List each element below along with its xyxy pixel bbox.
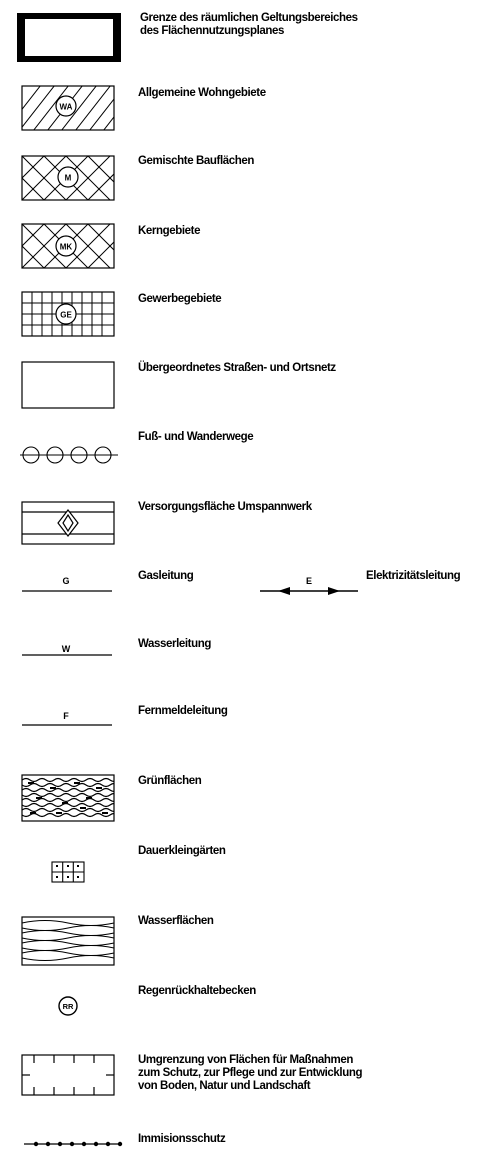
retention-code: RR [63, 1002, 74, 1011]
label-line: Wasserflächen [138, 915, 214, 927]
dense-pattern-icon [21, 774, 115, 822]
label-line: Versorgungsfläche Umspannwerk [138, 501, 312, 513]
legend-label-measures: Umgrenzung von Flächen für Maßnahmen zum… [138, 1054, 362, 1093]
legend-label-emission: Immisionsschutz [138, 1133, 226, 1146]
legend-label-m: Gemischte Bauflächen [138, 155, 254, 168]
arrow-line-icon: E [260, 576, 358, 595]
small-grid-icon [51, 861, 85, 883]
legend-label-mk: Kerngebiete [138, 225, 200, 238]
labelled-line-icon: W [22, 644, 112, 656]
grid-area-icon: GE [21, 291, 115, 337]
legend-label-green: Grünflächen [138, 775, 202, 788]
water-code: W [62, 644, 71, 654]
crosshatched-area-icon: M [21, 155, 115, 201]
label-line: Kerngebiete [138, 225, 201, 237]
label-line: Umgrenzung von Flächen für Maßnahmen [138, 1054, 353, 1066]
legend-label-waterarea: Wasserflächen [138, 915, 214, 928]
ge-code: GE [60, 311, 72, 320]
label-line: Elektrizitätsleitung [366, 570, 461, 582]
labelled-line-icon: F [22, 711, 112, 726]
legend-label-allotment: Dauerkleingärten [138, 845, 226, 858]
crosshatched-area-icon: MK [21, 223, 115, 269]
label-line: Grünflächen [138, 775, 202, 787]
label-line: zum Schutz, zur Pflege und zur Entwicklu… [138, 1067, 363, 1079]
plain-rectangle-icon [21, 361, 115, 409]
label-line: Grenze des räumlichen Geltungsbereiches [140, 12, 358, 24]
label-line: Übergeordnetes Straßen- und Ortsnetz [138, 362, 336, 374]
diamond-in-box-icon [21, 501, 115, 545]
label-line: Fuß- und Wanderwege [138, 431, 254, 443]
m-code: M [65, 174, 72, 183]
wa-code: WA [60, 103, 73, 112]
electric-code: E [306, 576, 312, 586]
legend-label-street: Übergeordnetes Straßen- und Ortsnetz [138, 362, 336, 375]
legend-label-ge: Gewerbegebiete [138, 293, 222, 306]
legend-label-boundary: Grenze des räumlichen Geltungsbereiches … [140, 12, 358, 38]
label-line: von Boden, Natur und Landschaft [138, 1080, 311, 1092]
label-line: Regenrückhaltebecken [138, 985, 256, 997]
wavy-lines-icon [21, 916, 115, 966]
label-line: Fernmeldeleitung [138, 705, 228, 717]
legend-label-gas: Gasleitung [138, 570, 194, 583]
label-line: Gemischte Bauflächen [138, 155, 254, 167]
circle-badge-icon: RR [58, 996, 78, 1016]
legend-label-path: Fuß- und Wanderwege [138, 431, 254, 444]
legend-label-water: Wasserleitung [138, 638, 211, 651]
mk-code: MK [60, 243, 73, 252]
label-line: Gasleitung [138, 570, 194, 582]
tick-border-rectangle-icon [21, 1054, 115, 1096]
telecom-code: F [63, 711, 69, 721]
gas-code: G [62, 576, 69, 586]
dotted-line-icon [24, 1141, 123, 1147]
label-line: Immisionsschutz [138, 1133, 226, 1145]
legend-label-electric: Elektrizitätsleitung [366, 570, 461, 583]
legend-label-telecom: Fernmeldeleitung [138, 705, 228, 718]
label-line: Dauerkleingärten [138, 845, 226, 857]
hatched-area-icon: WA [21, 85, 115, 131]
labelled-line-icon: G [22, 576, 112, 592]
label-line: Wasserleitung [138, 638, 211, 650]
label-line: des Flächennutzungsplanes [140, 25, 284, 37]
legend-label-wa: Allgemeine Wohngebiete [138, 87, 266, 100]
legend-label-substation: Versorgungsfläche Umspannwerk [138, 501, 312, 514]
thick-border-rectangle-icon [17, 13, 121, 62]
legend-label-retention: Regenrückhaltebecken [138, 985, 256, 998]
label-line: Allgemeine Wohngebiete [138, 87, 266, 99]
circle-chain-line-icon [20, 446, 118, 464]
label-line: Gewerbegebiete [138, 293, 222, 305]
